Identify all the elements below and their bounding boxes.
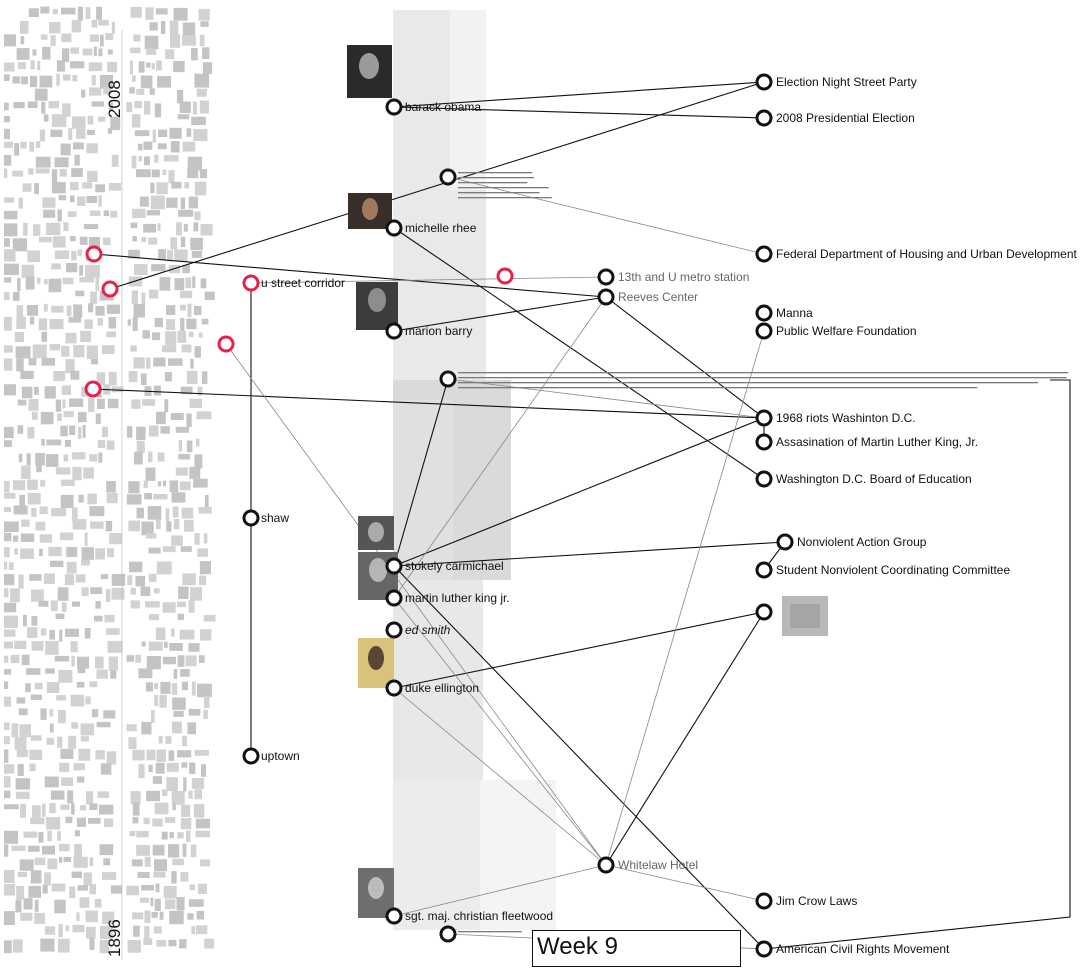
ring-node-icon bbox=[385, 98, 403, 116]
ring-node-icon bbox=[755, 409, 773, 427]
ring-node-icon bbox=[755, 73, 773, 91]
label-nonviolent-action-group: Nonviolent Action Group bbox=[797, 535, 927, 549]
label-sncc: Student Nonviolent Coordinating Committe… bbox=[776, 563, 1010, 577]
label-whitelaw-hotel: Whitelaw Hotel bbox=[618, 858, 698, 872]
ring-node-icon bbox=[385, 322, 403, 340]
label-2008-election: 2008 Presidential Election bbox=[776, 111, 915, 125]
ring-node-icon bbox=[597, 856, 615, 874]
ring-node-icon bbox=[755, 603, 773, 621]
label-jim-crow-laws: Jim Crow Laws bbox=[776, 894, 857, 908]
label-christian-fleetwood: sgt. maj. christian fleetwood bbox=[405, 909, 553, 923]
map-markers bbox=[84, 245, 514, 398]
ring-node-icon bbox=[597, 288, 615, 306]
tiny-text-blocks bbox=[458, 172, 1069, 933]
ring-node-icon bbox=[755, 322, 773, 340]
label-mlk-assassination: Assasination of Martin Luther King, Jr. bbox=[776, 435, 978, 449]
week-label-box: Week 9 bbox=[532, 930, 741, 967]
label-mlk-jr: martin luther king jr. bbox=[405, 591, 510, 605]
label-stokely-carmichael: stokely carmichael bbox=[405, 559, 504, 573]
ring-node-icon bbox=[439, 370, 457, 388]
ring-node-icon bbox=[242, 747, 260, 765]
map-marker-node bbox=[85, 245, 103, 263]
ring-node-icon bbox=[385, 219, 403, 237]
ring-node-icon bbox=[439, 925, 457, 943]
map-background bbox=[4, 6, 216, 954]
label-hud: Federal Department of Housing and Urban … bbox=[776, 247, 1077, 261]
u-street-corridor-node bbox=[242, 274, 260, 292]
ring-node-icon bbox=[755, 109, 773, 127]
ring-node-icon bbox=[755, 561, 773, 579]
ring-node-icon bbox=[755, 892, 773, 910]
ring-node-icon bbox=[385, 907, 403, 925]
label-dc-board-of-education: Washington D.C. Board of Education bbox=[776, 472, 972, 486]
map-marker-node bbox=[84, 380, 102, 398]
year-label-bottom: 1896 bbox=[105, 919, 124, 957]
label-civil-rights-movement: American Civil Rights Movement bbox=[776, 942, 950, 956]
week-label: Week 9 bbox=[537, 933, 618, 960]
label-ed-smith: ed smith bbox=[405, 623, 451, 637]
connection-lines bbox=[92, 81, 1071, 950]
label-michelle-rhee: michelle rhee bbox=[405, 221, 477, 235]
ring-node-icon bbox=[755, 245, 773, 263]
label-public-welfare-foundation: Public Welfare Foundation bbox=[776, 324, 917, 338]
ring-node-icon bbox=[242, 509, 260, 527]
ring-node-icon bbox=[385, 621, 403, 639]
label-shaw: shaw bbox=[261, 511, 289, 525]
year-label-top: 2008 bbox=[105, 80, 124, 118]
label-13th-u-metro: 13th and U metro station bbox=[618, 270, 749, 284]
label-election-night-party: Election Night Street Party bbox=[776, 75, 917, 89]
ring-node-icon bbox=[597, 268, 615, 286]
label-u-street-corridor: u street corridor bbox=[261, 276, 345, 290]
ring-node-icon bbox=[755, 433, 773, 451]
map-marker-node bbox=[496, 267, 514, 285]
ring-node-icon bbox=[385, 589, 403, 607]
ring-node-icon bbox=[755, 304, 773, 322]
grey-bands bbox=[393, 10, 556, 930]
map-marker-node bbox=[217, 335, 235, 353]
ring-node-icon bbox=[385, 557, 403, 575]
ring-nodes bbox=[242, 73, 794, 958]
label-barack-obama: barack obama bbox=[405, 100, 481, 114]
ring-node-icon bbox=[385, 679, 403, 697]
map-marker-node bbox=[101, 280, 119, 298]
ring-node-icon bbox=[776, 533, 794, 551]
photo-thumbnails bbox=[347, 45, 828, 918]
label-marion-barry: marion barry bbox=[405, 324, 472, 338]
label-1968-riots: 1968 riots Washinton D.C. bbox=[776, 411, 916, 425]
label-uptown: uptown bbox=[261, 749, 300, 763]
ring-node-icon bbox=[755, 470, 773, 488]
label-reeves-center: Reeves Center bbox=[618, 290, 698, 304]
label-duke-ellington: duke ellington bbox=[405, 681, 479, 695]
ring-node-icon bbox=[755, 940, 773, 958]
ring-node-icon bbox=[439, 168, 457, 186]
label-manna: Manna bbox=[776, 306, 813, 320]
